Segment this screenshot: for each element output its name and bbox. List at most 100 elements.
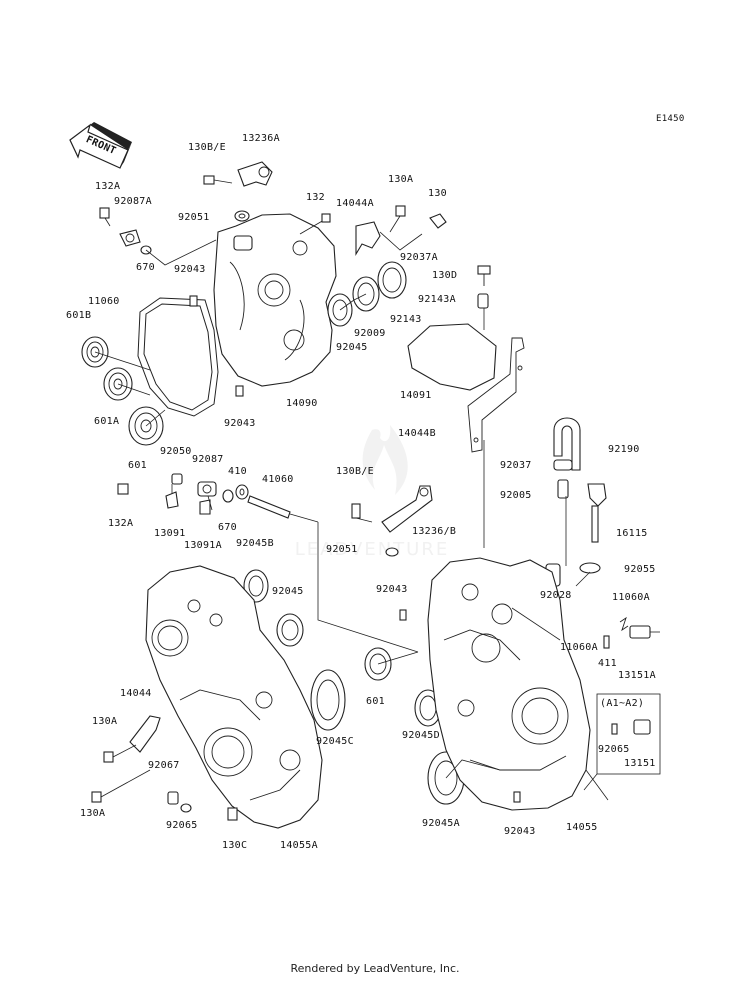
label-92051-top: 92051 — [178, 212, 210, 223]
label-130a-l2: 130A — [80, 808, 105, 819]
clamp-92037 — [553, 459, 573, 471]
bracket-14044 — [129, 715, 161, 753]
variant-label: (A1~A2) — [600, 698, 644, 709]
label-41060: 41060 — [262, 474, 294, 485]
label-11060a-l: 11060A — [560, 642, 598, 653]
label-13236-b: 13236/B — [412, 526, 456, 537]
washer-411 — [603, 635, 610, 649]
bracket-14044b — [467, 337, 525, 453]
bolt-130be-top — [203, 175, 233, 185]
label-132a-mid: 132A — [108, 518, 133, 529]
label-132: 132 — [306, 192, 325, 203]
watermark-text: LEADVENTURE — [295, 539, 449, 560]
plug-92050 — [171, 473, 183, 485]
label-92045-a: 92045 — [336, 342, 368, 353]
label-92045d: 92045D — [402, 730, 440, 741]
label-92045-b: 92045 — [272, 586, 304, 597]
label-130a-top: 130A — [388, 174, 413, 185]
label-14091: 14091 — [400, 390, 432, 401]
switch-92087a — [119, 229, 141, 247]
label-92045b: 92045B — [236, 538, 274, 549]
label-13151a: 13151A — [618, 670, 656, 681]
bearing-92045-b — [276, 613, 304, 647]
label-92037: 92037 — [500, 460, 532, 471]
label-130c: 130C — [222, 840, 247, 851]
label-130b-e-top: 130B/E — [188, 142, 226, 153]
dowel-92043-c — [399, 609, 407, 621]
bolt-132a-mid — [117, 483, 129, 495]
label-92028: 92028 — [540, 590, 572, 601]
label-601-b: 601 — [366, 696, 385, 707]
bearing-92045b — [243, 569, 269, 603]
label-132a-top: 132A — [95, 181, 120, 192]
bracket-13091 — [165, 491, 179, 509]
label-92050: 92050 — [160, 446, 192, 457]
breather-hose-92190 — [553, 417, 581, 471]
label-14090: 14090 — [286, 398, 318, 409]
label-92067: 92067 — [148, 760, 180, 771]
label-92005: 92005 — [500, 490, 532, 501]
label-601-a: 601 — [128, 460, 147, 471]
leader-lines — [94, 231, 609, 801]
label-92055: 92055 — [624, 564, 656, 575]
label-410: 410 — [228, 466, 247, 477]
label-14044b: 14044B — [398, 428, 436, 439]
case-14055a — [145, 565, 323, 829]
sensor-13151a — [629, 625, 660, 639]
label-92045a: 92045A — [422, 818, 460, 829]
cap-130 — [429, 213, 447, 229]
label-92037a: 92037A — [400, 252, 438, 263]
collar-92143a — [477, 293, 489, 309]
label-92087: 92087 — [192, 454, 224, 465]
diagram-code: E1450 — [656, 114, 685, 124]
label-130: 130 — [428, 188, 447, 199]
bracket-13091a — [199, 499, 211, 515]
plug-92067 — [167, 791, 179, 805]
label-92143a: 92143A — [418, 294, 456, 305]
label-130d: 130D — [432, 270, 457, 281]
label-601b: 601B — [66, 310, 91, 321]
transmission-cover-14090 — [213, 213, 337, 387]
label-16115: 16115 — [616, 528, 648, 539]
label-92051-mid: 92051 — [326, 544, 358, 555]
variant-box: (A1~A2) — [596, 693, 661, 775]
label-14044a: 14044A — [336, 198, 374, 209]
label-13091a: 13091A — [184, 540, 222, 551]
oring-670-mid — [222, 489, 234, 503]
label-670-mid: 670 — [218, 522, 237, 533]
dowel-92043-a — [189, 295, 198, 307]
label-14055a: 14055A — [280, 840, 318, 851]
bolt-132a-top — [99, 207, 111, 227]
footer-credit: Rendered by LeadVenture, Inc. — [290, 962, 460, 975]
label-13236a: 13236A — [242, 133, 280, 144]
label-92043-b: 92043 — [224, 418, 256, 429]
label-92143: 92143 — [390, 314, 422, 325]
bearing-92045c — [310, 669, 346, 731]
label-92043-a: 92043 — [174, 264, 206, 275]
bolt-130be-mid — [351, 503, 373, 523]
label-130a-l1: 130A — [92, 716, 117, 727]
label-13091: 13091 — [154, 528, 186, 539]
oil-seal-92143 — [377, 261, 407, 299]
label-14055: 14055 — [566, 822, 598, 833]
washer-92051-mid — [385, 547, 399, 557]
switch-92087 — [197, 481, 217, 497]
label-92045c: 92045C — [316, 736, 354, 747]
shift-lever-13236b — [381, 485, 433, 533]
gasket-11060 — [137, 297, 219, 417]
label-601a: 601A — [94, 416, 119, 427]
part-labels: E1450 130B/E 13236A 132A 92087A 92051 13… — [66, 114, 685, 851]
shaft-41060 — [247, 495, 291, 519]
label-130b-e-mid: 130B/E — [336, 466, 374, 477]
label-411: 411 — [598, 658, 617, 669]
dipstick-16115 — [587, 483, 607, 543]
bolt-130a-l2 — [91, 791, 102, 803]
dowel-92043-d — [513, 791, 521, 803]
washer-410 — [235, 484, 249, 500]
label-92043-d: 92043 — [504, 826, 536, 837]
bolt-130a-top — [389, 205, 406, 233]
washer-92065-l — [180, 803, 192, 813]
bolt-130c — [227, 807, 238, 821]
